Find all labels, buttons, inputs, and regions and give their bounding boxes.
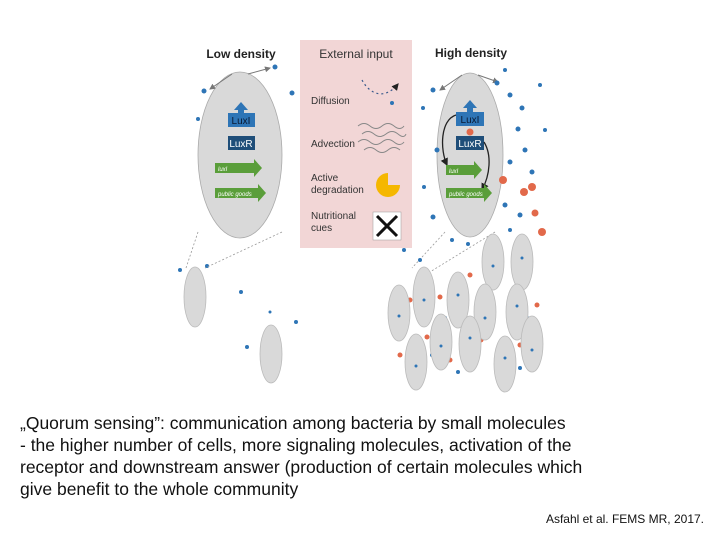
diffusion-icon	[361, 79, 399, 95]
high-density-cell-cluster	[387, 233, 544, 393]
gene-luxI-label-low: luxI	[218, 167, 228, 173]
luxI-box-high	[456, 112, 484, 126]
caption: „Quorum sensing”: communication among ba…	[20, 412, 710, 500]
caption-line: - the higher number of cells, more signa…	[20, 435, 572, 455]
gene-public-goods-low	[215, 184, 266, 202]
caption-line: receptor and downstream answer (producti…	[20, 457, 583, 477]
high-density-small-cell	[404, 333, 428, 391]
high-density-small-cell	[481, 233, 505, 291]
luxI-arrow-high	[463, 100, 477, 112]
luxR-label-low: LuxR	[229, 139, 252, 150]
quorum-sensing-diagram: External input Diffusion Advection Activ…	[178, 40, 547, 393]
high-density-small-cell	[429, 313, 453, 371]
luxI-arrow-low	[234, 102, 248, 113]
high-density-small-cell	[520, 315, 544, 373]
legend-active-degradation: Active degradation	[311, 173, 364, 196]
caption-line: give benefit to the whole community	[20, 479, 299, 499]
luxI-label-high: LuxI	[461, 115, 480, 126]
luxR-box-high	[456, 136, 484, 150]
degradation-icon	[376, 173, 400, 197]
gene-public-goods-high	[446, 184, 492, 202]
luxR-box-low	[228, 136, 255, 150]
high-density-small-cell	[446, 271, 470, 329]
high-density-small-cell	[510, 233, 534, 291]
legend-nutritional-cues-line: Nutritional	[311, 211, 356, 222]
luxI-label-low: LuxI	[232, 116, 251, 127]
high-density-small-cell	[387, 284, 411, 342]
high-density-cell-zoom	[436, 72, 504, 238]
low-density-label: Low density	[206, 47, 276, 61]
legend-nutritional-cues-line: cues	[311, 223, 332, 234]
gene-luxI-label-high: luxI	[449, 169, 459, 175]
gene-public-goods-label-low: public goods	[217, 192, 252, 198]
high-density-label: High density	[435, 46, 507, 60]
gene-luxI-low	[215, 159, 262, 177]
gene-public-goods-label-high: public goods	[448, 192, 483, 198]
caption-line: „Quorum sensing”: communication among ba…	[20, 413, 566, 433]
low-density-cell-zoom	[197, 71, 283, 239]
legend-advection: Advection	[311, 139, 355, 150]
legend-nutritional-cues: Nutritional cues	[311, 211, 359, 234]
advection-icon	[357, 123, 407, 153]
nutritional-cues-icon	[372, 211, 402, 241]
high-density-small-cell	[505, 283, 529, 341]
gene-luxI-high	[446, 161, 482, 179]
low-density-small-cell	[259, 324, 283, 384]
legend-diffusion: Diffusion	[311, 96, 350, 107]
legend-active-degradation-line: degradation	[311, 185, 364, 196]
citation: Asfahl et al. FEMS MR, 2017.	[545, 512, 704, 526]
legend-active-degradation-line: Active	[311, 173, 339, 184]
low-density-small-cell	[183, 266, 207, 328]
luxR-label-high: LuxR	[458, 139, 481, 150]
external-input-label: External input	[319, 47, 393, 61]
luxI-box-low	[228, 113, 255, 127]
cluster-cell-signals	[397, 256, 534, 368]
high-density-small-cell	[412, 266, 436, 328]
high-density-small-cell	[458, 315, 482, 373]
high-density-small-cell	[493, 335, 517, 393]
high-density-small-cell	[473, 283, 497, 341]
